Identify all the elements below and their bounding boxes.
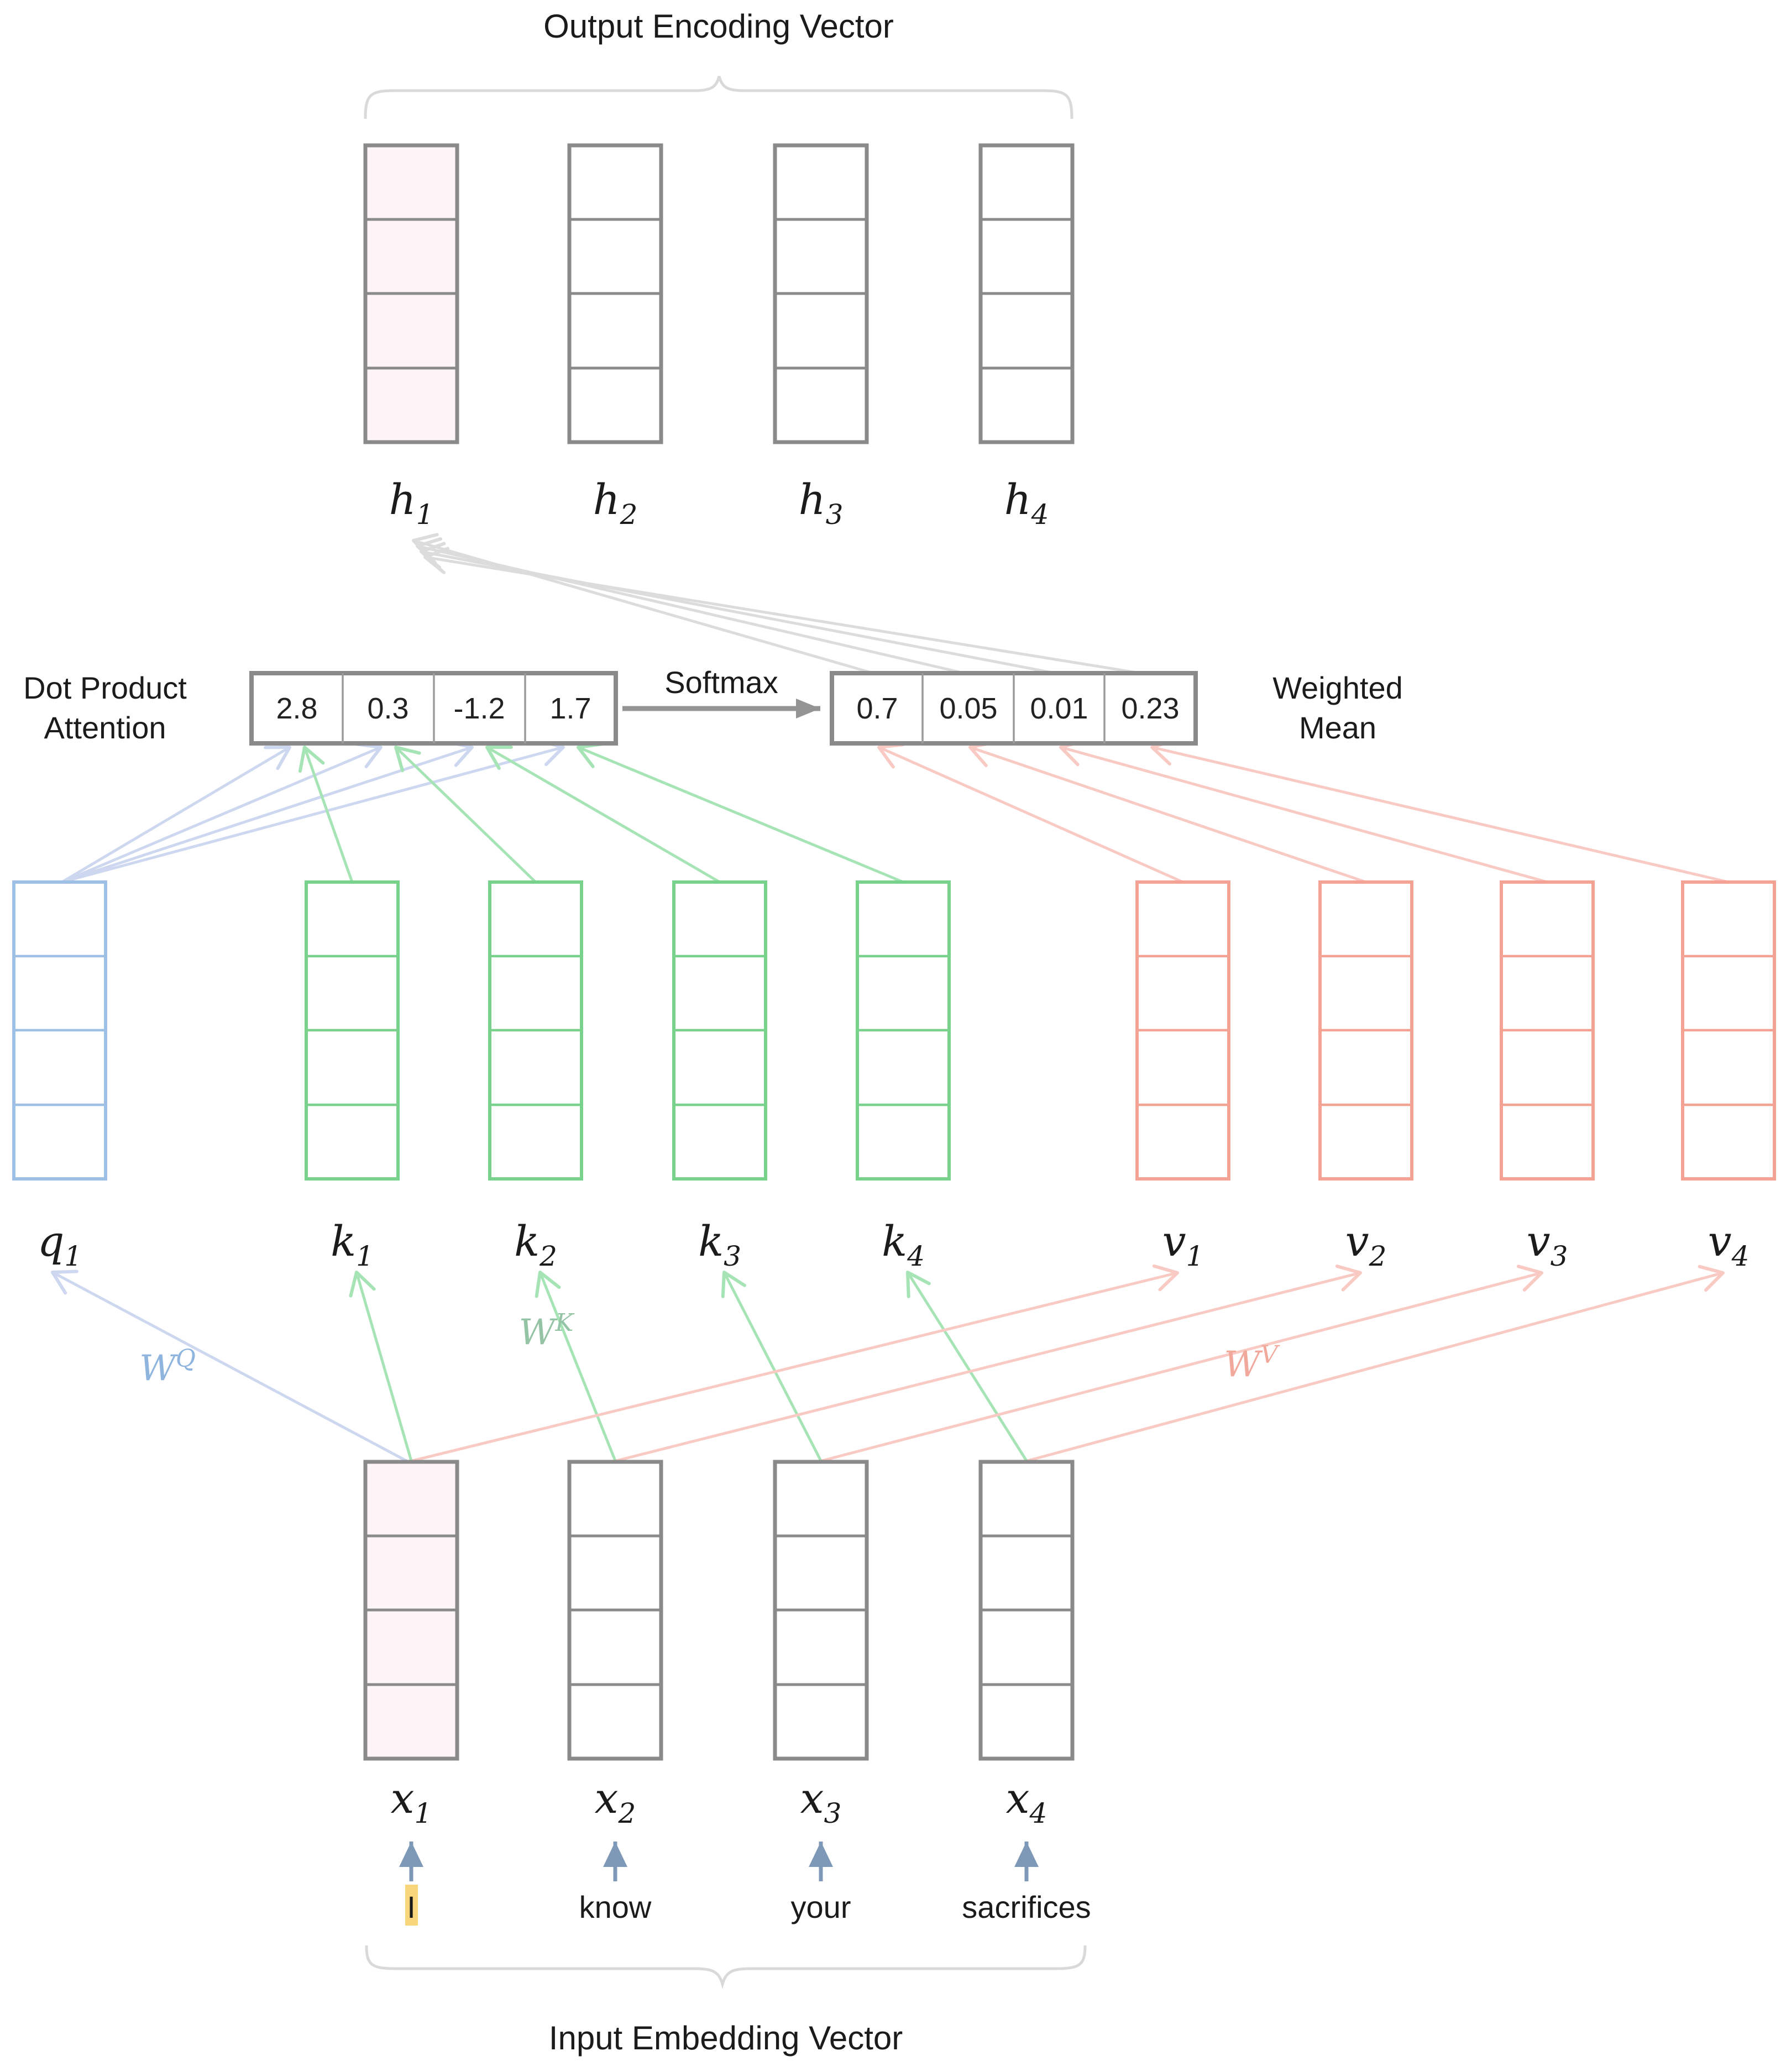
v1-label: v1 bbox=[1162, 1216, 1204, 1272]
score-cell-value-2: 0.3 bbox=[367, 692, 408, 725]
output-encoding-title: Output Encoding Vector bbox=[543, 8, 894, 45]
k1-vector bbox=[306, 882, 398, 1179]
word-3: your bbox=[791, 1890, 851, 1924]
q1-vector bbox=[14, 882, 106, 1179]
score-box: 2.8 0.3 -1.2 1.7 bbox=[249, 671, 618, 746]
wv-arrow-3 bbox=[821, 1265, 1543, 1462]
h3-label: h3 bbox=[799, 475, 844, 531]
weighted-sum-arrow-4 bbox=[423, 547, 1151, 676]
score-cell-value-1: 2.8 bbox=[276, 692, 317, 725]
h4-label: h4 bbox=[1004, 475, 1049, 531]
word-1: I bbox=[407, 1890, 416, 1924]
wk-label: WK bbox=[519, 1309, 575, 1353]
word-highlight bbox=[405, 1885, 418, 1926]
query-score-arrow-4 bbox=[61, 739, 565, 884]
weighted-mean-label-line1: Weighted bbox=[1272, 670, 1403, 705]
projection-arrows bbox=[51, 1264, 1725, 1462]
v4-vector bbox=[1683, 882, 1774, 1179]
x4-label: x4 bbox=[1006, 1774, 1047, 1829]
word-2: know bbox=[579, 1890, 652, 1924]
x3-vector bbox=[775, 1462, 867, 1759]
v2-label: v2 bbox=[1345, 1216, 1387, 1272]
value-weight-arrow-4 bbox=[1150, 738, 1729, 884]
h4-vector bbox=[981, 145, 1072, 442]
word-4: sacrifices bbox=[962, 1890, 1091, 1924]
dot-product-attention-label-line2: Attention bbox=[44, 710, 166, 745]
weighted-sum-arrows bbox=[412, 533, 1151, 676]
v3-vector bbox=[1501, 882, 1593, 1179]
weight-cell-value-4: 0.23 bbox=[1121, 692, 1179, 725]
wv-label: WV bbox=[1224, 1341, 1280, 1385]
x2-label: x2 bbox=[595, 1774, 636, 1829]
k2-label: k2 bbox=[514, 1216, 557, 1272]
word-embed-arrows bbox=[399, 1842, 1039, 1881]
weight-cell-value-1: 0.7 bbox=[856, 692, 898, 725]
v2-vector bbox=[1320, 882, 1412, 1179]
x3-label: x3 bbox=[800, 1774, 842, 1829]
top-brace bbox=[364, 76, 1073, 119]
k3-label: k3 bbox=[698, 1216, 741, 1272]
key-score-arrow-3 bbox=[485, 746, 721, 884]
weighted-sum-arrow-2 bbox=[416, 537, 972, 676]
query-score-arrow-1 bbox=[61, 746, 291, 884]
wk-arrow-2 bbox=[535, 1271, 617, 1461]
dot-product-attention-label-line1: Dot Product bbox=[23, 670, 187, 705]
query-score-arrow-3 bbox=[61, 740, 474, 884]
query-key-arrows bbox=[61, 739, 904, 884]
wq-label: WQ bbox=[139, 1345, 196, 1389]
weighted-mean-label-line2: Mean bbox=[1299, 710, 1376, 745]
bottom-brace bbox=[365, 1945, 1087, 1990]
wv-arrow-2 bbox=[616, 1264, 1362, 1462]
key-score-arrow-4 bbox=[577, 742, 904, 884]
x1-label: x1 bbox=[391, 1774, 432, 1829]
h1-vector bbox=[365, 145, 457, 442]
wk-arrow-4 bbox=[906, 1271, 1028, 1462]
weight-box: 0.7 0.05 0.01 0.23 bbox=[830, 671, 1198, 746]
value-weight-arrow-2 bbox=[968, 741, 1366, 884]
weight-cell-value-2: 0.05 bbox=[939, 692, 997, 725]
k2-vector bbox=[490, 882, 582, 1179]
k4-label: k4 bbox=[882, 1216, 925, 1272]
score-cell-value-3: -1.2 bbox=[453, 692, 505, 725]
weighted-sum-arrow-3 bbox=[420, 542, 1064, 676]
k4-vector bbox=[857, 882, 949, 1179]
k3-vector bbox=[674, 882, 766, 1179]
weight-cell-value-3: 0.01 bbox=[1030, 692, 1088, 725]
wq-arrow bbox=[51, 1270, 407, 1462]
softmax-label: Softmax bbox=[664, 665, 778, 700]
score-cell-value-4: 1.7 bbox=[549, 692, 591, 725]
v4-label: v4 bbox=[1708, 1216, 1750, 1272]
h1-label: h1 bbox=[389, 475, 434, 531]
h2-vector bbox=[569, 145, 661, 442]
v3-label: v3 bbox=[1527, 1216, 1568, 1272]
query-score-arrow-2 bbox=[61, 742, 383, 884]
value-weight-arrow-1 bbox=[877, 743, 1184, 884]
value-weight-arrows bbox=[877, 738, 1729, 884]
wk-arrow-3 bbox=[721, 1271, 823, 1462]
h2-label: h2 bbox=[593, 475, 638, 531]
wv-arrow-4 bbox=[1027, 1265, 1725, 1462]
x1-vector bbox=[365, 1462, 457, 1759]
v1-vector bbox=[1137, 882, 1229, 1179]
wk-arrow-1 bbox=[349, 1271, 413, 1461]
input-embedding-title: Input Embedding Vector bbox=[549, 2019, 903, 2057]
key-score-arrow-2 bbox=[394, 746, 537, 883]
key-score-arrow-1 bbox=[298, 746, 354, 883]
value-weight-arrow-3 bbox=[1059, 739, 1548, 884]
h3-vector bbox=[775, 145, 867, 442]
x4-vector bbox=[981, 1462, 1072, 1759]
q1-label: q1 bbox=[38, 1216, 82, 1272]
x2-vector bbox=[569, 1462, 661, 1759]
wv-arrow-1 bbox=[412, 1264, 1179, 1462]
k1-label: k1 bbox=[331, 1216, 374, 1272]
